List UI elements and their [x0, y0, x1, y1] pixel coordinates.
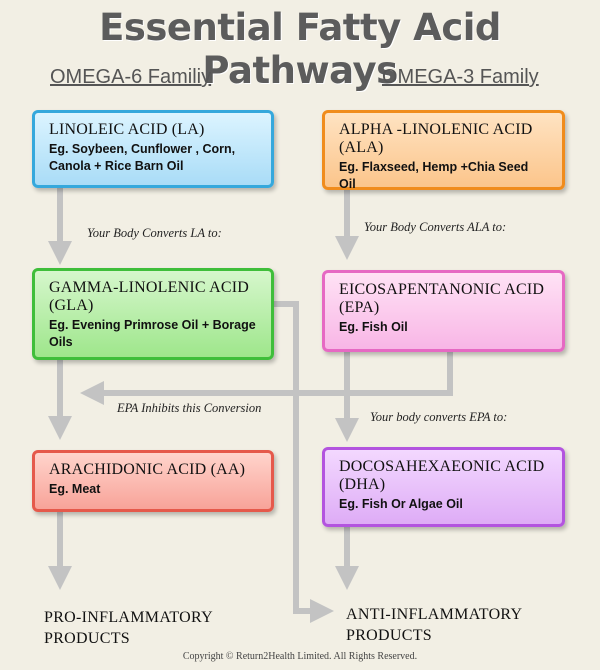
box-linoleic-acid-sources: Eg. Soybeen, Cunflower , Corn, Canola + …	[49, 142, 236, 173]
box-alpha-linolenic-acid-sources: Eg. Flaxseed, Hemp +Chia Seed Oil	[339, 160, 529, 191]
box-linoleic-acid-name: LINOLEIC ACID (LA)	[49, 121, 205, 138]
box-alpha-linolenic-acid-name: ALPHA -LINOLENIC ACID (ALA)	[339, 121, 533, 156]
box-arachidonic-acid: ARACHIDONIC ACID (AA) Eg. Meat	[32, 450, 274, 512]
box-gamma-linolenic-acid: GAMMA-LINOLENIC ACID (GLA) Eg. Evening P…	[32, 268, 274, 360]
box-arachidonic-acid-name: ARACHIDONIC ACID (AA)	[49, 461, 246, 478]
box-gamma-linolenic-acid-sources: Eg. Evening Primrose Oil + Borage Oils	[49, 318, 256, 349]
diagram-title: Essential Fatty Acid Pathways	[99, 6, 501, 92]
box-eicosapentanonic-acid-sources: Eg. Fish Oil	[339, 320, 408, 334]
arrow-gla-to-anti	[274, 301, 334, 623]
outcome-pro-inflammatory: PRO-INFLAMMATORY PRODUCTS	[44, 609, 213, 647]
note-converts-la: Your Body Converts LA to:	[87, 226, 222, 240]
note-epa-inhibits: EPA Inhibits this Conversion	[117, 401, 262, 415]
omega3-family-heading: OMEGA-3 Family	[382, 66, 539, 88]
outcome-anti-inflammatory: ANTI-INFLAMMATORY PRODUCTS	[346, 606, 522, 644]
box-eicosapentanonic-acid-name: EICOSAPENTANONIC ACID (EPA)	[339, 281, 545, 316]
box-docosahexaeonic-acid-sources: Eg. Fish Or Algae Oil	[339, 497, 463, 511]
arrow-epa-inhibits	[80, 352, 453, 405]
note-converts-ala: Your Body Converts ALA to:	[364, 220, 507, 234]
copyright-notice: Copyright © Return2Health Limited. All R…	[182, 651, 418, 662]
box-eicosapentanonic-acid: EICOSAPENTANONIC ACID (EPA) Eg. Fish Oil	[322, 270, 565, 352]
box-arachidonic-acid-sources: Eg. Meat	[49, 482, 101, 496]
omega6-family-heading: OMEGA-6 Familiy	[50, 66, 212, 88]
box-docosahexaeonic-acid-name: DOCOSAHEXAEONIC ACID (DHA)	[339, 458, 545, 493]
box-gamma-linolenic-acid-name: GAMMA-LINOLENIC ACID (GLA)	[49, 279, 249, 314]
box-docosahexaeonic-acid: DOCOSAHEXAEONIC ACID (DHA) Eg. Fish Or A…	[322, 447, 565, 527]
box-linoleic-acid: LINOLEIC ACID (LA) Eg. Soybeen, Cunflowe…	[32, 110, 274, 188]
box-alpha-linolenic-acid: ALPHA -LINOLENIC ACID (ALA) Eg. Flaxseed…	[322, 110, 565, 191]
note-converts-epa: Your body converts EPA to:	[370, 410, 508, 424]
